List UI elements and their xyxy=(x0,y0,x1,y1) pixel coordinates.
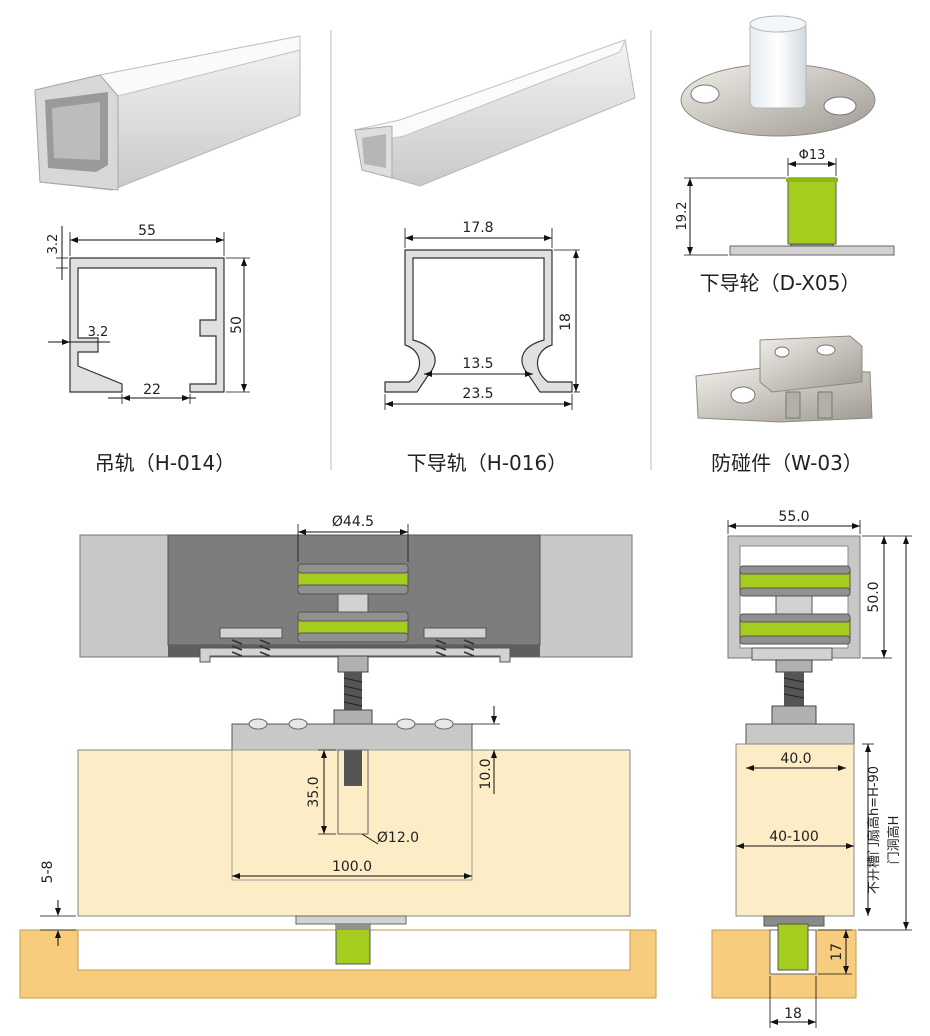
hanging-rail-lip-label: 3.2 xyxy=(88,325,109,340)
guide-rail-height-label: 18 xyxy=(558,313,574,331)
guide-rail-width-label: 17.8 xyxy=(462,220,493,236)
guide-width-label: 18 xyxy=(784,1006,802,1022)
hole-diameter-label: Ø12.0 xyxy=(377,830,419,846)
hanging-rail-profile xyxy=(48,226,250,404)
wheel-diameter-label: Ø44.5 xyxy=(332,514,374,530)
side-plate-width-label: 40.0 xyxy=(780,751,811,767)
opening-height-label: 门洞高H xyxy=(886,816,902,865)
guide-rail-profile xyxy=(384,228,580,410)
guide-rail-inner-label: 13.5 xyxy=(462,356,493,372)
door-height-label: 不开槽门扇高h=H-90 xyxy=(866,766,882,894)
guide-wheel-caption: 下导轮（D-X05） xyxy=(700,271,861,295)
side-view xyxy=(711,520,912,1028)
door-thickness-label: 40-100 xyxy=(769,829,819,845)
plate-recess-label: 10.0 xyxy=(478,758,494,789)
hanging-rail-slot-label: 22 xyxy=(143,382,161,398)
guide-height-label: 17 xyxy=(829,943,845,961)
guide-rail-outer-label: 23.5 xyxy=(462,386,493,402)
guide-wheel-diameter-label: Φ13 xyxy=(799,148,826,163)
anti-collision-photo xyxy=(695,335,873,423)
guide-rail-caption: 下导轨（H-016） xyxy=(407,451,567,475)
side-rail-height-label: 50.0 xyxy=(866,581,882,612)
hanging-rail-caption: 吊轨（H-014） xyxy=(95,451,235,475)
guide-wheel-photo xyxy=(680,15,876,137)
hanging-rail-height-label: 50 xyxy=(229,316,245,334)
anti-collision-caption: 防碰件（W-03） xyxy=(711,451,863,475)
guide-wheel-height-label: 19.2 xyxy=(675,202,690,231)
front-view xyxy=(19,524,657,999)
hanging-rail-photo xyxy=(34,35,301,191)
floor-gap-label: 5-8 xyxy=(40,861,56,884)
hanging-rail-width-label: 55 xyxy=(138,223,156,239)
plate-width-label: 100.0 xyxy=(332,859,372,875)
guide-wheel-drawing xyxy=(684,158,895,256)
side-rail-width-label: 55.0 xyxy=(778,509,809,525)
hanging-rail-wall-label: 3.2 xyxy=(46,234,61,255)
bolt-depth-label: 35.0 xyxy=(306,776,322,807)
guide-rail-photo xyxy=(354,39,636,187)
